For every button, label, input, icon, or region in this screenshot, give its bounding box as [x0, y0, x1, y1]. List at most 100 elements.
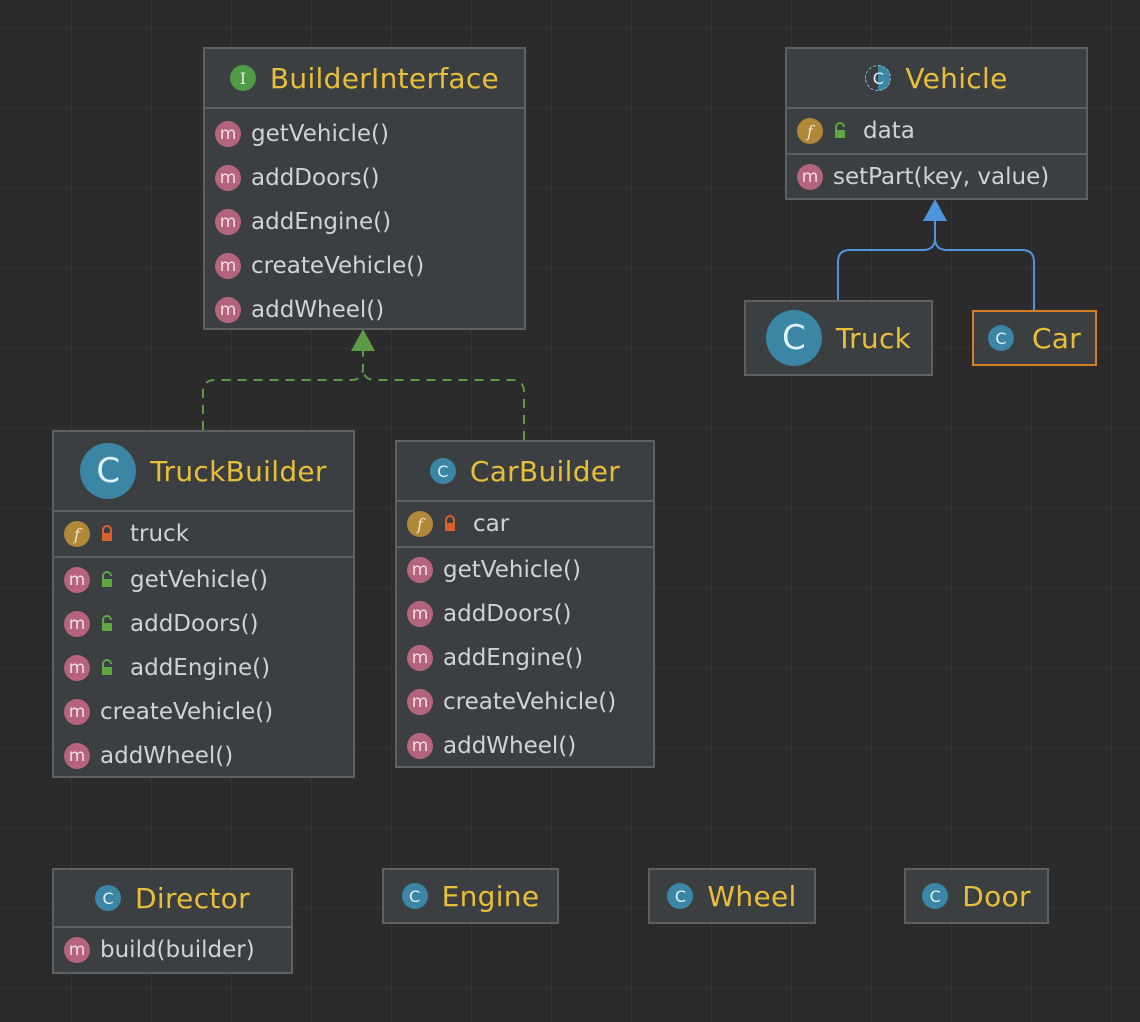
method-row[interactable]: m build(builder) [54, 928, 291, 972]
class-icon: C [95, 885, 122, 911]
method-row[interactable]: m createVehicle() [54, 690, 353, 734]
field-row[interactable]: f data [787, 109, 1086, 153]
engine-node[interactable]: C Engine [382, 868, 559, 924]
method-icon: m [797, 164, 823, 190]
public-lock-open-icon [102, 659, 112, 675]
node-header: C Wheel [650, 870, 814, 922]
method-name: addWheel() [100, 743, 234, 769]
method-icon: m [64, 699, 90, 725]
method-name: createVehicle() [251, 253, 425, 279]
node-header: C TruckBuilder [54, 432, 353, 510]
node-header: C Truck [746, 302, 931, 374]
wheel-node[interactable]: C Wheel [648, 868, 816, 924]
class-icon: C [401, 883, 428, 909]
field-icon: f [797, 118, 823, 144]
truck-node[interactable]: C Truck [744, 300, 933, 376]
node-header: C Vehicle [787, 49, 1086, 107]
node-title: Truck [835, 321, 912, 355]
node-title: Door [962, 879, 1031, 913]
method-row[interactable]: m addDoors() [54, 602, 353, 646]
node-header: C Door [906, 870, 1047, 922]
node-title: TruckBuilder [150, 454, 327, 488]
method-name: addWheel() [251, 297, 385, 323]
class-icon: C [667, 883, 694, 909]
method-name: addDoors() [251, 165, 380, 191]
fields-section: f car [397, 500, 653, 546]
method-name: addWheel() [443, 733, 577, 759]
public-lock-open-icon [102, 571, 112, 587]
class-icon: C [987, 325, 1014, 351]
method-icon: m [64, 937, 90, 963]
implementation-edge-carbuilder [362, 367, 525, 440]
private-lock-icon [445, 515, 455, 531]
methods-section: m build(builder) [54, 926, 291, 972]
field-icon: f [64, 521, 90, 547]
inheritance-edge-car [934, 237, 1035, 310]
method-icon: m [215, 253, 241, 279]
inheritance-arrowhead [923, 199, 947, 221]
method-row[interactable]: m addWheel() [205, 288, 524, 332]
method-icon: m [215, 209, 241, 235]
node-title: CarBuilder [469, 454, 621, 488]
method-row[interactable]: m addWheel() [54, 734, 353, 778]
method-name: addEngine() [251, 209, 392, 235]
method-icon: m [64, 743, 90, 769]
method-name: createVehicle() [100, 699, 274, 725]
class-icon: C [922, 883, 949, 909]
field-icon: f [407, 511, 433, 537]
field-row[interactable]: f truck [54, 512, 353, 556]
class-icon: C [429, 458, 456, 484]
public-lock-open-icon [102, 615, 112, 631]
method-row[interactable]: m addEngine() [397, 636, 653, 680]
implementation-edge-truckbuilder [202, 350, 364, 430]
method-icon: m [407, 601, 433, 627]
inheritance-edge-truck [837, 220, 936, 300]
method-icon: m [407, 689, 433, 715]
method-icon: m [407, 733, 433, 759]
fields-section: f data [787, 107, 1086, 153]
method-name: getVehicle() [443, 557, 581, 583]
director-node[interactable]: C Director m build(builder) [52, 868, 293, 974]
node-header: C Car [974, 312, 1095, 364]
method-row[interactable]: m addWheel() [397, 724, 653, 768]
method-row[interactable]: m createVehicle() [397, 680, 653, 724]
method-row[interactable]: m addEngine() [205, 200, 524, 244]
node-title: Car [1031, 321, 1082, 355]
method-icon: m [64, 611, 90, 637]
node-title: Vehicle [905, 61, 1008, 95]
node-title: Engine [441, 879, 540, 913]
method-name: addEngine() [443, 645, 584, 671]
field-name: data [863, 118, 915, 144]
node-header: C Director [54, 870, 291, 926]
method-name: addDoors() [130, 611, 259, 637]
fields-section: f truck [54, 510, 353, 556]
method-icon: m [407, 645, 433, 671]
class-icon: C [80, 443, 137, 499]
car-node[interactable]: C Car [972, 310, 1097, 366]
method-name: getVehicle() [251, 121, 389, 147]
field-row[interactable]: f car [397, 502, 653, 546]
interface-icon: I [229, 65, 256, 91]
private-lock-icon [102, 525, 112, 541]
method-name: getVehicle() [130, 567, 268, 593]
public-lock-open-icon [835, 122, 845, 138]
method-name: createVehicle() [443, 689, 617, 715]
method-name: build(builder) [100, 937, 255, 963]
method-icon: m [215, 297, 241, 323]
method-row[interactable]: m createVehicle() [205, 244, 524, 288]
door-node[interactable]: C Door [904, 868, 1049, 924]
